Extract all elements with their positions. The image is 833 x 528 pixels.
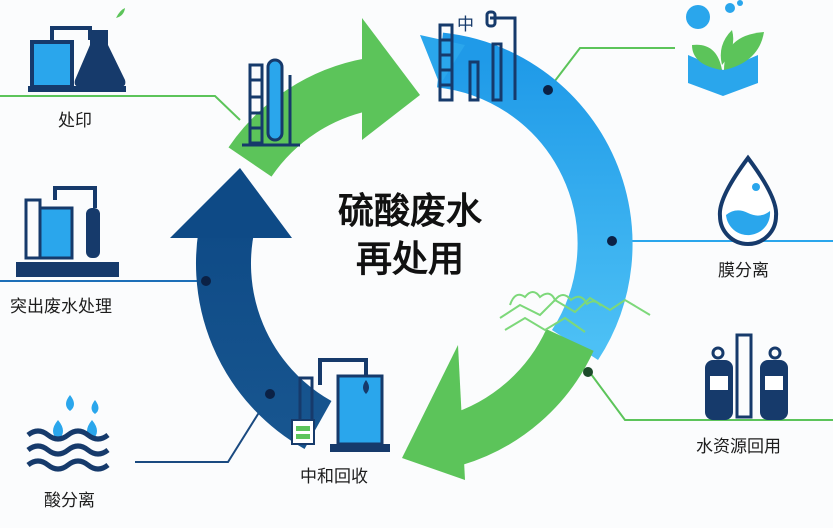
connector-top-left (0, 95, 241, 121)
rain-waves-icon (26, 395, 110, 472)
factory-icon (16, 186, 119, 277)
green-top-arc (228, 58, 376, 178)
green-bottom-arrowhead (402, 345, 465, 480)
label-bottom-right: 水资源回用 (696, 437, 781, 457)
label-top-left: 处印 (58, 111, 92, 131)
label-bottom-left: 酸分离 (44, 491, 95, 511)
beaker-flask-icon (28, 8, 126, 92)
water-drop-icon (717, 154, 779, 246)
connector-bottom-right (587, 369, 833, 421)
label-mid-right: 膜分离 (718, 261, 769, 281)
page-title: 硫酸废水 再处用 (310, 188, 510, 284)
icon-text: 中 (457, 15, 474, 35)
dark-blue-arrowhead (170, 168, 292, 238)
dark-blue-arc (196, 207, 332, 449)
title-line-1: 硫酸废水 (337, 191, 482, 232)
label-bottom-center: 中和回收 (300, 467, 368, 487)
connector-bottom-left (135, 394, 271, 463)
title-line-2: 再处用 (355, 239, 464, 280)
gas-cylinders-icon (705, 333, 788, 420)
green-bottom-arc (446, 328, 594, 465)
connector-lines (0, 47, 833, 463)
green-top-arrowhead (362, 18, 420, 140)
light-blue-tail (420, 35, 465, 85)
connector-dots (201, 85, 617, 399)
neutralization-tank-icon (291, 358, 390, 452)
distillation-column-icon (438, 10, 517, 102)
plant-book-icon (686, 0, 764, 96)
membrane-squiggle-icon (499, 291, 651, 333)
test-tube-icon (242, 58, 300, 147)
label-mid-left: 突出废水处理 (10, 297, 112, 317)
connector-top-right (547, 47, 675, 91)
